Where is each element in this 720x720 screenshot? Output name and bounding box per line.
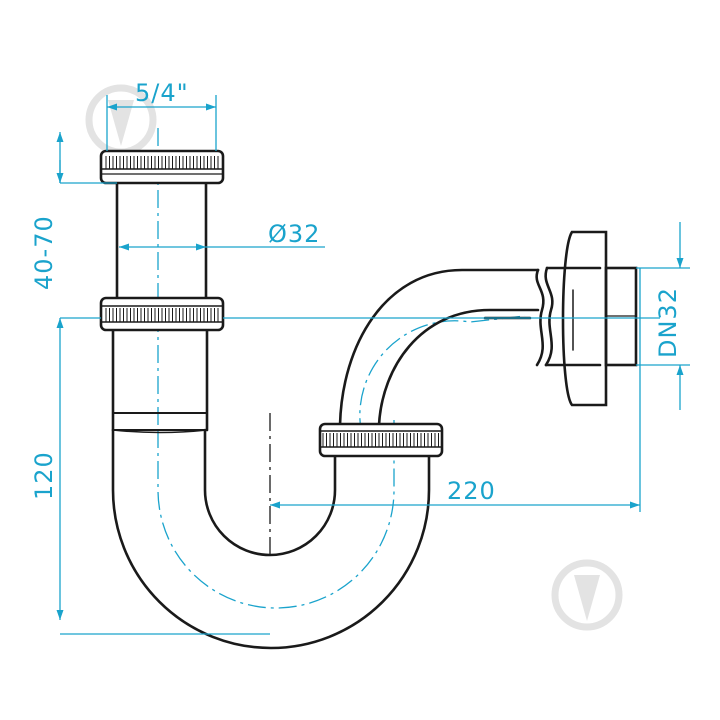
height-adjust-label: 40-70 bbox=[30, 215, 58, 290]
dimension-lines bbox=[56, 95, 690, 635]
depth-label: 120 bbox=[30, 451, 58, 500]
outlet-size-label: DN32 bbox=[654, 287, 682, 358]
thread-size-label: 5/4" bbox=[135, 79, 189, 107]
watermark-bottom bbox=[551, 559, 623, 631]
top-nut bbox=[99, 149, 225, 185]
bottom-nut bbox=[318, 422, 444, 458]
length-label: 220 bbox=[447, 477, 496, 505]
middle-nut bbox=[99, 296, 225, 332]
centre-lines bbox=[157, 128, 526, 609]
siphon-body bbox=[111, 181, 638, 650]
pipe-diameter-label: Ø32 bbox=[268, 220, 320, 248]
